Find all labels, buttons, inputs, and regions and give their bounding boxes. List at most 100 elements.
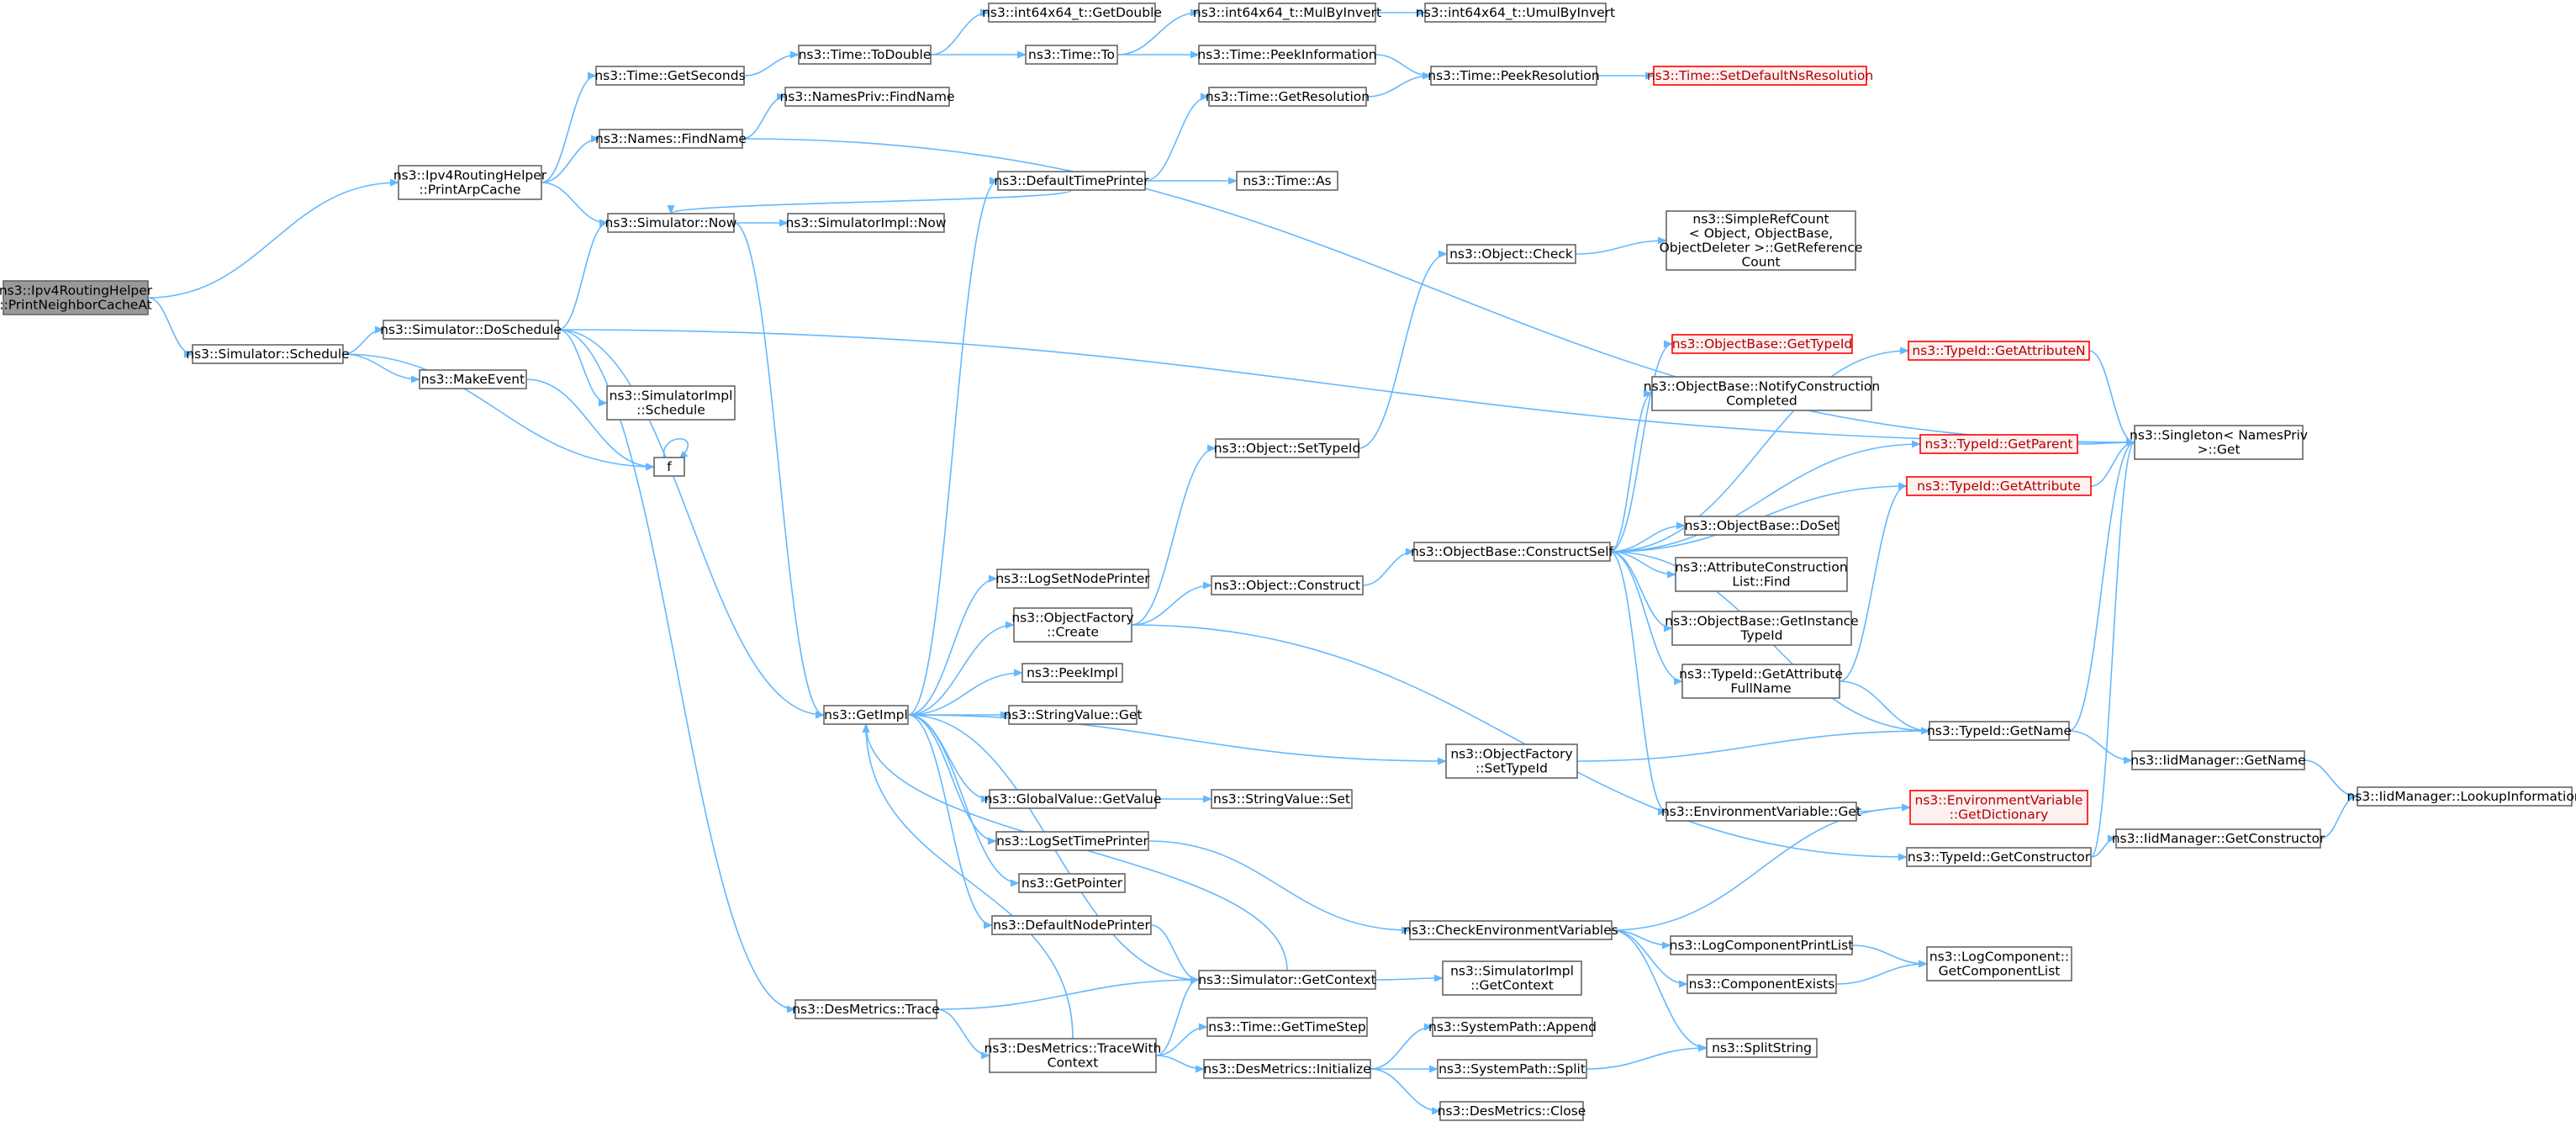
node-makeevent[interactable]: ns3::MakeEvent	[419, 369, 527, 389]
node-objconstruct[interactable]: ns3::Object::Construct	[1211, 575, 1364, 595]
node-todouble[interactable]: ns3::Time::ToDouble	[798, 45, 932, 65]
node-desmetricstrace[interactable]: ns3::DesMetrics::Trace	[792, 999, 940, 1019]
node-box	[1021, 663, 1123, 683]
node-label: ns3::SystemPath::Split	[1438, 1061, 1586, 1077]
node-simplerefcount[interactable]: ns3::SimpleRefCount< Object, ObjectBase,…	[1660, 210, 1863, 271]
node-simnow[interactable]: ns3::Simulator::Now	[605, 213, 737, 233]
node-envvarget[interactable]: ns3::EnvironmentVariable::Get	[1661, 802, 1861, 822]
node-mulbyinvert[interactable]: ns3::int64x64_t::MulByInvert	[1193, 3, 1381, 23]
node-label: ns3::AttributeConstruction	[1675, 560, 1847, 575]
node-timeas[interactable]: ns3::Time::As	[1236, 171, 1338, 191]
node-findname[interactable]: ns3::Names::FindName	[595, 129, 747, 149]
edge-schedule-to-doschedule	[342, 325, 385, 355]
node-label: ns3::Names::FindName	[595, 131, 747, 146]
node-label: >::Get	[2197, 442, 2240, 458]
node-label: ::PrintNeighborCacheAt	[0, 298, 152, 313]
node-label: ::GetContext	[1470, 978, 1554, 993]
node-typeidgetname[interactable]: ns3::TypeId::GetName	[1927, 721, 2072, 741]
node-box	[1439, 1101, 1584, 1121]
node-objfactcreate[interactable]: ns3::ObjectFactory::Create	[1011, 607, 1134, 643]
edge-deftimeprinter-to-getres	[1144, 93, 1211, 182]
node-simimplgetctx[interactable]: ns3::SimulatorImpl::GetContext	[1442, 960, 1582, 996]
node-schedule[interactable]: ns3::Simulator::Schedule	[186, 344, 350, 364]
node-objbasedoset[interactable]: ns3::ObjectBase::DoSet	[1684, 516, 1840, 536]
node-envgetdict[interactable]: ns3::EnvironmentVariable::GetDictionary	[1909, 790, 2088, 825]
node-iidgetctor[interactable]: ns3::IidManager::GetConstructor	[2112, 828, 2325, 849]
node-umulbyinvert[interactable]: ns3::int64x64_t::UmulByInvert	[1416, 3, 1615, 23]
node-label: ns3::DesMetrics::Initialize	[1203, 1061, 1370, 1077]
edge-defnodeprinter-to-simgetctx	[1150, 924, 1201, 984]
node-objsettypeid[interactable]: ns3::Object::SetTypeId	[1214, 438, 1361, 458]
node-logcompprintlist[interactable]: ns3::LogComponentPrintList	[1670, 935, 1854, 955]
node-printarp[interactable]: ns3::Ipv4RoutingHelper::PrintArpCache	[393, 165, 547, 200]
node-defnodeprinter[interactable]: ns3::DefaultNodePrinter	[991, 915, 1152, 935]
node-simimplnow[interactable]: ns3::SimulatorImpl::Now	[785, 213, 947, 233]
edge-desmetricstrace-to-desmetricstracewith	[936, 1008, 991, 1060]
node-gettimestep[interactable]: ns3::Time::GetTimeStep	[1206, 1017, 1368, 1037]
node-simgetctx[interactable]: ns3::Simulator::GetContext	[1198, 970, 1376, 990]
edge-getconstructor-to-iidgetctor	[2090, 834, 2118, 858]
node-getdouble[interactable]: ns3::int64x64_t::GetDouble	[982, 3, 1162, 23]
node-label: ns3::Simulator::GetContext	[1198, 972, 1376, 987]
node-box	[1665, 802, 1857, 822]
node-objcheck[interactable]: ns3::Object::Check	[1446, 244, 1576, 264]
node-label: ns3::ObjectBase::DoSet	[1685, 518, 1840, 533]
node-checkenv[interactable]: ns3::CheckEnvironmentVariables	[1403, 920, 1618, 940]
node-getseconds[interactable]: ns3::Time::GetSeconds	[594, 66, 746, 86]
node-splitstring[interactable]: ns3::SplitString	[1706, 1038, 1818, 1058]
node-logcompgetlist[interactable]: ns3::LogComponent::GetComponentList	[1926, 946, 2072, 981]
node-getconstructor[interactable]: ns3::TypeId::GetConstructor	[1906, 847, 2092, 867]
node-globalvalget[interactable]: ns3::GlobalValue::GetValue	[984, 789, 1162, 809]
node-logsettime[interactable]: ns3::LogSetTimePrinter	[995, 831, 1149, 851]
node-peekres[interactable]: ns3::Time::PeekResolution	[1428, 66, 1600, 86]
node-syspathappend[interactable]: ns3::SystemPath::Append	[1428, 1017, 1597, 1037]
node-getimpl[interactable]: ns3::GetImpl	[823, 705, 909, 725]
node-constructself[interactable]: ns3::ObjectBase::ConstructSelf	[1411, 542, 1614, 562]
node-desclose[interactable]: ns3::DesMetrics::Close	[1438, 1101, 1586, 1121]
node-notifyconstruction[interactable]: ns3::ObjectBase::NotifyConstructionCompl…	[1644, 376, 1880, 411]
node-setdefaultns[interactable]: ns3::Time::SetDefaultNsResolution	[1647, 66, 1873, 86]
node-deftimeprinter[interactable]: ns3::DefaultTimePrinter	[994, 171, 1149, 191]
node-box	[1018, 873, 1126, 893]
node-componentexists[interactable]: ns3::ComponentExists	[1687, 974, 1837, 994]
node-getres[interactable]: ns3::Time::GetResolution	[1206, 87, 1370, 107]
node-iidlookup[interactable]: ns3::IidManager::LookupInformation	[2346, 786, 2576, 807]
node-desinit[interactable]: ns3::DesMetrics::Initialize	[1203, 1059, 1371, 1079]
node-strvalset[interactable]: ns3::StringValue::Set	[1211, 789, 1353, 809]
edge-constructself-to-objbasedoset	[1609, 521, 1687, 553]
node-singletonget[interactable]: ns3::Singleton< NamesPriv >::Get	[2130, 425, 2308, 460]
node-label: ::PrintArpCache	[419, 183, 520, 198]
node-label: ns3::Time::As	[1243, 173, 1331, 188]
node-timeto[interactable]: ns3::Time::To	[1025, 45, 1118, 65]
node-label: Count	[1741, 255, 1780, 270]
node-peekinfo[interactable]: ns3::Time::PeekInformation	[1197, 45, 1377, 65]
node-doschedule[interactable]: ns3::Simulator::DoSchedule	[380, 320, 562, 340]
node-simimplsched[interactable]: ns3::SimulatorImpl::Schedule	[606, 385, 736, 421]
node-peekimpl[interactable]: ns3::PeekImpl	[1021, 663, 1123, 683]
node-getattributen[interactable]: ns3::TypeId::GetAttributeN	[1908, 341, 2090, 361]
node-getattribute[interactable]: ns3::TypeId::GetAttribute	[1906, 476, 2092, 496]
node-strvalget[interactable]: ns3::StringValue::Get	[1003, 705, 1143, 725]
node-objfactsettypeid[interactable]: ns3::ObjectFactory::SetTypeId	[1445, 743, 1578, 779]
node-box	[1211, 575, 1364, 595]
node-box	[823, 705, 909, 725]
node-label: ns3::SimpleRefCount	[1692, 212, 1829, 227]
node-getparent[interactable]: ns3::TypeId::GetParent	[1919, 434, 2078, 454]
node-syspathsplit[interactable]: ns3::SystemPath::Split	[1437, 1059, 1587, 1079]
node-namesprivfind[interactable]: ns3::NamesPriv::FindName	[779, 87, 955, 107]
node-logsetnode[interactable]: ns3::LogSetNodePrinter	[995, 569, 1150, 589]
node-label: ns3::Ipv4RoutingHelper	[0, 283, 153, 299]
node-box	[1908, 341, 2090, 361]
node-iidgetname[interactable]: ns3::IidManager::GetName	[2130, 750, 2306, 770]
node-label: ns3::IidManager::GetName	[2130, 753, 2305, 768]
node-f[interactable]: f	[653, 457, 685, 477]
node-root[interactable]: ns3::Ipv4RoutingHelper::PrintNeighborCac…	[0, 280, 153, 315]
node-label: ns3::Time::SetDefaultNsResolution	[1647, 68, 1873, 83]
node-getpointer[interactable]: ns3::GetPointer	[1018, 873, 1126, 893]
edge-constructself-to-envvarget	[1609, 551, 1668, 816]
node-objbasegettypeid[interactable]: ns3::ObjectBase::GetTypeId	[1671, 334, 1853, 354]
